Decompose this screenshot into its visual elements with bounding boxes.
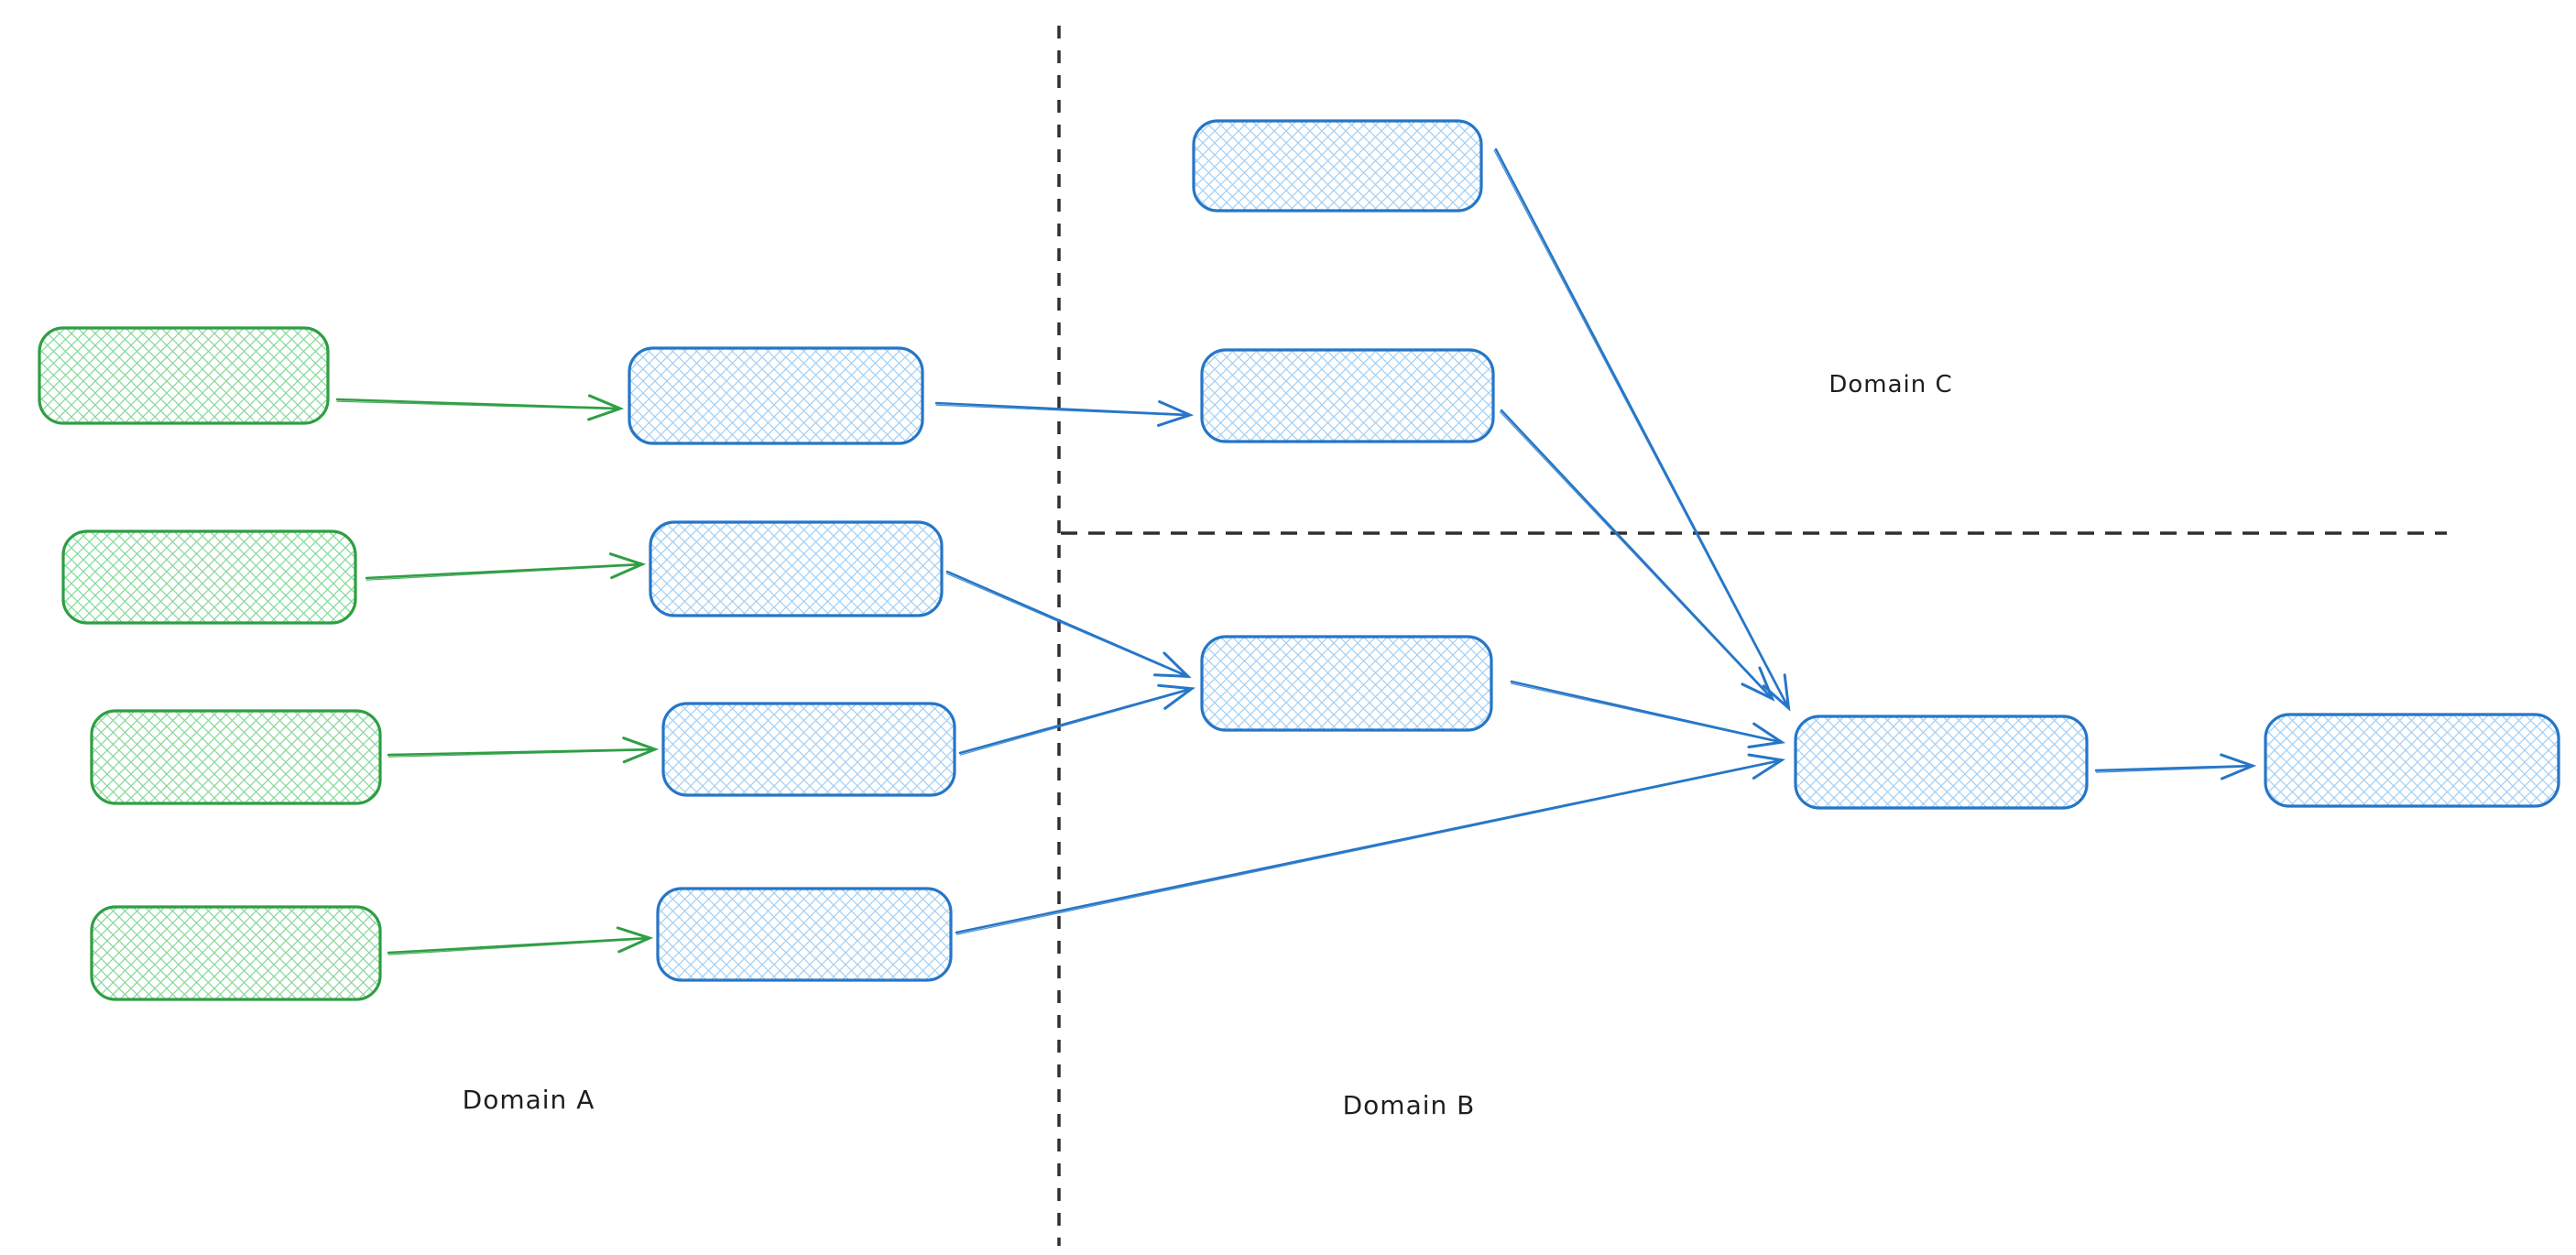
edge-process4-to-hub-line <box>955 760 1781 934</box>
edge-process1-to-cnode2[interactable] <box>934 403 1189 416</box>
node-domain-a-process-2[interactable] <box>649 520 944 617</box>
node-domain-b-output[interactable] <box>2264 713 2560 808</box>
edge-cnode2-to-hub-line <box>1500 409 1772 698</box>
node-domain-b-node-1[interactable] <box>1200 635 1493 732</box>
label-layer: Domain A Domain B Domain C <box>463 371 1952 1120</box>
divider-layer <box>1057 26 2447 1246</box>
edge-source4-to-process4-line <box>387 938 649 955</box>
edge-process2-to-bnode1[interactable] <box>945 570 1187 677</box>
edge-source1-to-process1[interactable] <box>335 399 619 409</box>
node-domain-a-process-4[interactable] <box>656 887 953 982</box>
node-domain-a-source-2[interactable] <box>61 529 357 625</box>
edge-cnode1-to-hub-line <box>1494 147 1788 707</box>
label-domain-b[interactable]: Domain B <box>1343 1090 1476 1120</box>
edge-cnode1-to-hub[interactable] <box>1493 147 1788 707</box>
edge-source2-to-process2-line <box>365 564 641 580</box>
edge-process3-to-bnode1-line <box>958 689 1191 755</box>
edge-hub-to-output-line <box>2094 766 2252 770</box>
edge-process2-to-bnode1-line <box>945 570 1187 676</box>
edge-source1-to-process1-line <box>335 399 619 409</box>
edge-hub-to-output[interactable] <box>2094 766 2252 772</box>
edge-process4-to-hub[interactable] <box>955 760 1781 935</box>
node-layer <box>38 119 2560 1001</box>
node-domain-a-source-1[interactable] <box>38 326 330 425</box>
edge-process3-to-bnode1[interactable] <box>958 689 1191 756</box>
node-domain-a-source-4[interactable] <box>90 905 382 1001</box>
label-domain-a[interactable]: Domain A <box>463 1085 595 1115</box>
edge-source2-to-process2[interactable] <box>365 564 641 581</box>
label-domain-c[interactable]: Domain C <box>1828 371 1952 398</box>
edge-process1-to-cnode2-line <box>934 403 1189 415</box>
edge-source3-to-process3-line <box>387 749 654 755</box>
node-domain-a-source-3[interactable] <box>90 709 382 805</box>
edge-bnode1-to-hub[interactable] <box>1510 680 1781 743</box>
node-domain-c-node-2[interactable] <box>1200 348 1495 443</box>
node-domain-b-hub[interactable] <box>1794 715 2089 810</box>
node-domain-a-process-1[interactable] <box>628 346 924 445</box>
edge-cnode2-to-hub[interactable] <box>1499 409 1772 699</box>
edge-source4-to-process4[interactable] <box>387 938 649 955</box>
edge-source3-to-process3[interactable] <box>387 749 654 757</box>
node-domain-c-node-1[interactable] <box>1192 119 1483 213</box>
edge-layer <box>335 147 2252 955</box>
edge-bnode1-to-hub-line <box>1510 680 1781 742</box>
node-domain-a-process-3[interactable] <box>661 702 956 797</box>
